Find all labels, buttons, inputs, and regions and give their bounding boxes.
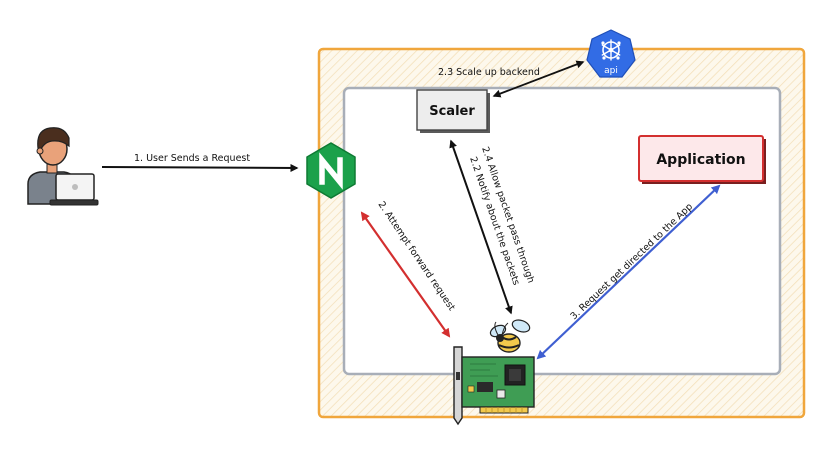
network-card-icon[interactable]	[453, 346, 535, 426]
edge-scale-up	[492, 60, 585, 98]
inner-container	[342, 86, 782, 376]
scaler-node[interactable]: Scaler	[416, 89, 490, 133]
api-label: api	[604, 66, 618, 76]
scaler-label: Scaler	[429, 104, 475, 119]
kubernetes-api-icon[interactable]: api	[586, 29, 636, 78]
edge-scaler-nic	[449, 139, 513, 315]
edge-label-user-request: 1. User Sends a Request	[134, 153, 250, 164]
bee-icon	[489, 319, 531, 353]
edge-attempt-forward	[360, 211, 451, 338]
user-laptop-icon	[27, 127, 99, 206]
nginx-icon[interactable]	[306, 142, 356, 199]
edge-label-scale-up: 2.3 Scale up backend	[438, 67, 540, 78]
application-node[interactable]: Application	[638, 135, 766, 184]
edge-directed-app	[536, 184, 721, 360]
edge-user-request	[101, 163, 299, 172]
application-label: Application	[656, 152, 745, 168]
